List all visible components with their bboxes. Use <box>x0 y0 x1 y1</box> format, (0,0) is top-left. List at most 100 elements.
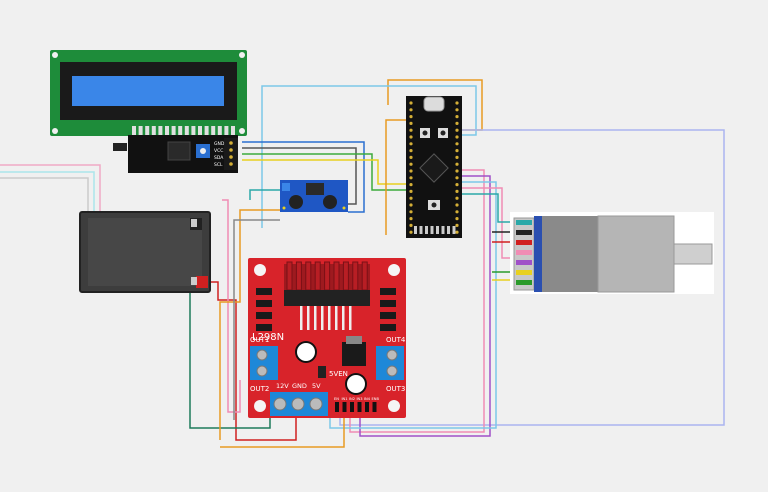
wire-blue-lcd[interactable] <box>242 141 365 213</box>
diode <box>380 324 396 331</box>
wire-green-lcd[interactable] <box>242 153 408 191</box>
chip-leg <box>328 306 331 330</box>
lcd-display-icon[interactable] <box>50 50 247 136</box>
encoder-wire-pin <box>516 240 532 245</box>
logic-pin <box>335 402 339 412</box>
chip-leg <box>342 306 345 330</box>
diode <box>256 324 272 331</box>
mcu-pin <box>409 121 413 125</box>
mcu-pin <box>409 162 413 166</box>
jumper-5ven-label: 5VEN <box>329 370 348 378</box>
encoder-wire-pin <box>516 260 532 265</box>
mcu-pin <box>409 115 413 119</box>
wire-pink-driver[interactable] <box>222 199 241 413</box>
wire-lightblue-top[interactable] <box>261 85 477 228</box>
dc-motor-icon[interactable] <box>510 212 714 294</box>
microcontroller-board-icon[interactable] <box>406 96 462 238</box>
lcd-pin <box>224 126 229 136</box>
i2c-pin <box>229 155 233 159</box>
chip-leg <box>307 306 310 330</box>
mcu-pin <box>455 196 459 200</box>
wire-pink-motor[interactable] <box>349 169 485 433</box>
mcu-pin <box>409 223 413 227</box>
mcu-pin <box>409 142 413 146</box>
wire-lavender-motor[interactable] <box>339 129 725 426</box>
wire-gray-left[interactable] <box>0 177 89 240</box>
battery-terminal-positive[interactable] <box>196 276 208 288</box>
l298n-chip <box>284 290 370 306</box>
wire-gray-lcd[interactable] <box>242 147 357 205</box>
i2c-jumper[interactable] <box>113 143 127 151</box>
motor-driver-icon[interactable]: L298N 5VEN OUT1 OUT4 OUT2 OUT3 12V G <box>248 258 406 418</box>
wire-yellow-lcd[interactable] <box>242 159 408 185</box>
lcd-mount-hole <box>239 128 245 134</box>
power-label-gnd: GND <box>292 382 307 390</box>
driver-regulator-tab <box>346 336 362 344</box>
encoder-wire-pin <box>516 280 532 285</box>
lcd-pin <box>178 126 183 136</box>
lcd-pin <box>158 126 163 136</box>
out2-label: OUT2 <box>250 385 269 393</box>
lcd-pin <box>184 126 189 136</box>
mcu-pin <box>409 189 413 193</box>
buck-pin <box>282 206 286 210</box>
usb-c-port-icon[interactable] <box>423 96 445 112</box>
mcu-pin <box>409 230 413 234</box>
diode <box>256 288 272 295</box>
mcu-pin <box>409 108 413 112</box>
mcu-pin <box>455 169 459 173</box>
terminal-out1[interactable] <box>250 346 278 380</box>
battery-terminal-tab <box>191 277 197 285</box>
mcu-pin <box>409 135 413 139</box>
terminal-out4[interactable] <box>376 346 404 380</box>
wire-lightblue-driver[interactable] <box>329 181 497 429</box>
wire-teal-encoder[interactable] <box>462 193 520 223</box>
mcu-pin <box>455 155 459 159</box>
heatsink-fin <box>305 261 312 291</box>
battery-icon[interactable] <box>79 211 211 293</box>
lcd-header-pins <box>132 126 235 136</box>
lcd-mount-hole <box>239 52 245 58</box>
logic-pin-label-in4: IN4 <box>364 397 371 401</box>
buck-inductor <box>306 183 324 195</box>
battery-terminal-tab <box>191 219 197 227</box>
encoder-wire-pin <box>516 230 532 235</box>
mcu-pin <box>455 121 459 125</box>
wire-teal-vin[interactable] <box>249 189 280 200</box>
mcu-button-cap <box>440 130 446 136</box>
mcu-pin <box>409 149 413 153</box>
mcu-bottom-pin <box>452 226 456 234</box>
buck-cap <box>289 195 303 209</box>
lcd-pin <box>217 126 222 136</box>
mcu-pin <box>455 115 459 119</box>
lcd-pin <box>138 126 143 136</box>
l298n-legs <box>300 306 352 330</box>
mcu-pin-rows <box>409 101 459 234</box>
motor-endcap <box>534 216 542 292</box>
mcu-pin <box>409 196 413 200</box>
logic-pin <box>342 402 347 412</box>
mcu-chip <box>419 153 449 183</box>
wire-orange-bottom[interactable] <box>220 410 345 448</box>
chip-leg <box>321 306 324 330</box>
wire-gray-driver[interactable] <box>233 219 280 420</box>
terminal-power[interactable] <box>270 392 328 416</box>
lcd-mount-hole <box>52 128 58 134</box>
wire-orange-driver[interactable] <box>219 209 280 440</box>
wire-orange-reg[interactable] <box>385 119 406 235</box>
jumper-5ven[interactable] <box>318 366 326 378</box>
logic-pin-label-in2: IN2 <box>349 397 355 401</box>
wire-red-battery[interactable] <box>200 281 297 441</box>
lcd-pin <box>151 126 156 136</box>
mcu-bottom-pin <box>419 226 423 234</box>
buck-converter-icon[interactable] <box>280 180 348 212</box>
lcd-mount-hole <box>52 52 58 58</box>
power-label-5v: 5V <box>312 382 321 390</box>
mcu-button-cap <box>431 202 437 208</box>
logic-pin <box>365 402 369 412</box>
i2c-chip <box>167 141 191 161</box>
logic-pin <box>357 402 362 412</box>
buck-trimpot[interactable] <box>282 183 290 191</box>
